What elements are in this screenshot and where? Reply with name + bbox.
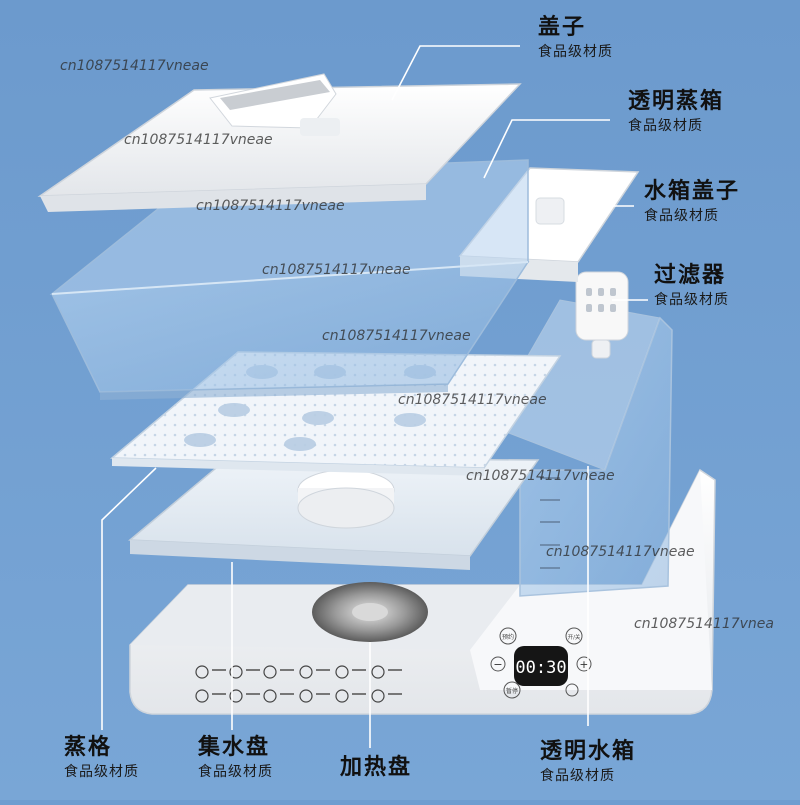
label-steam-box: 透明蒸箱 食品级材质 [628, 88, 724, 136]
label-lid-title: 盖子 [538, 15, 587, 40]
watermark: cn1087514117vneae [262, 262, 411, 278]
watermark: cn1087514117vneae [398, 392, 547, 408]
watermark: cn1087514117vneae [466, 468, 615, 484]
watermark: cn1087514117vnea [634, 616, 774, 632]
label-drip-tray: 集水盘 食品级材质 [198, 734, 273, 782]
label-heating-plate-title: 加热盘 [340, 755, 413, 780]
reserve-button-label: 预约 [502, 633, 514, 641]
lid [37, 73, 522, 212]
label-water-tank: 透明水箱 食品级材质 [540, 738, 636, 786]
watermark: cn1087514117vneae [196, 198, 345, 214]
label-tank-lid-title: 水箱盖子 [644, 179, 741, 204]
label-filter-sub: 食品级材质 [654, 292, 729, 308]
watermark: cn1087514117vneae [322, 328, 471, 344]
label-drip-tray-title: 集水盘 [198, 735, 271, 760]
label-steam-box-title: 透明蒸箱 [628, 89, 725, 114]
label-tank-lid: 水箱盖子 食品级材质 [644, 178, 740, 226]
label-lid: 盖子 食品级材质 [538, 14, 613, 62]
label-water-tank-title: 透明水箱 [540, 739, 637, 764]
label-steam-grid: 蒸格 食品级材质 [64, 734, 139, 782]
label-water-tank-sub: 食品级材质 [540, 768, 615, 784]
label-steam-grid-title: 蒸格 [64, 735, 113, 760]
label-filter-title: 过滤器 [654, 263, 727, 288]
watermark: cn1087514117vneae [60, 58, 209, 74]
filter [575, 271, 629, 359]
label-lid-sub: 食品级材质 [538, 44, 613, 60]
plus-button-label: + [579, 658, 588, 671]
control-panel [195, 665, 402, 703]
appliance-base: 00:30 预约 开/关 − + 暂停 [129, 468, 716, 715]
label-filter: 过滤器 食品级材质 [654, 262, 729, 310]
watermark: cn1087514117vneae [124, 132, 273, 148]
minus-button-label: − [493, 658, 502, 671]
label-steam-box-sub: 食品级材质 [628, 118, 703, 134]
callout-lines [101, 45, 648, 748]
label-steam-grid-sub: 食品级材质 [64, 764, 139, 780]
label-heating-plate: 加热盘 [340, 754, 412, 782]
water-tank [487, 299, 673, 597]
label-drip-tray-sub: 食品级材质 [198, 764, 273, 780]
pause-button-label: 暂停 [506, 687, 518, 695]
power-button-label: 开/关 [568, 633, 581, 641]
digital-display: 00:30 预约 开/关 − + 暂停 [490, 627, 592, 699]
watermark: cn1087514117vneae [546, 544, 695, 560]
display-time: 00:30 [515, 658, 566, 678]
drip-tray [128, 457, 540, 570]
label-tank-lid-sub: 食品级材质 [644, 208, 719, 224]
